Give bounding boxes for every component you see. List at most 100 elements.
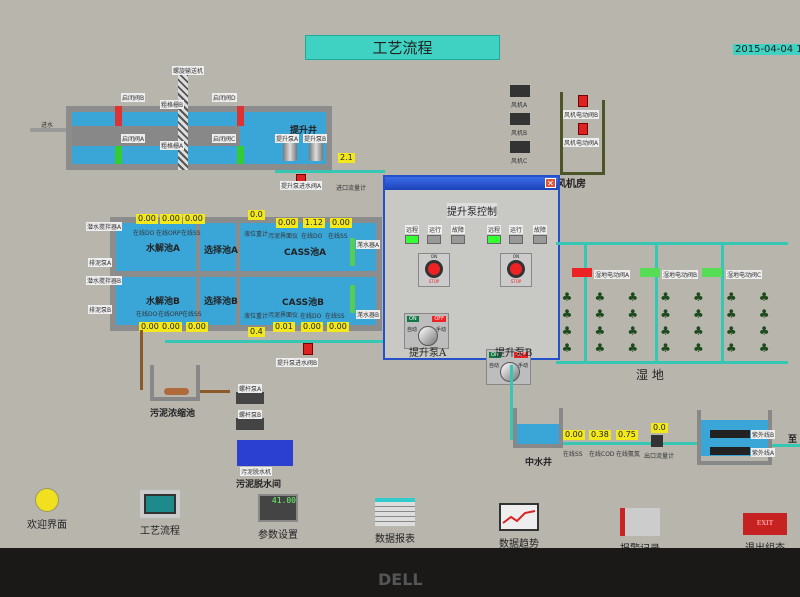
pump-a-label: 提升泵A <box>409 348 447 359</box>
uv-label: 紫外线B <box>751 430 776 439</box>
pipe <box>721 242 724 364</box>
remote-indicator-b <box>487 235 501 244</box>
pipe <box>584 242 587 364</box>
nav-report[interactable]: 数据报表 <box>360 498 430 545</box>
gate-label: 启闭阀D <box>212 93 237 102</box>
middle-well-label: 中水井 <box>525 458 553 468</box>
sensor-label: 在线ORP <box>156 230 181 237</box>
plant-icon: ♣ <box>594 324 606 338</box>
blower-valve-b[interactable] <box>578 95 588 107</box>
readout: 0.00 <box>301 322 323 332</box>
stop-label: STOP <box>428 279 440 284</box>
datetime: 2015-04-04 17 <box>733 44 800 55</box>
air-pipe <box>602 100 605 175</box>
selector-a-label: 选择池A <box>204 246 238 256</box>
valve-label: 湿地电动阀B <box>662 270 699 279</box>
on-label: ON <box>430 254 438 259</box>
dewatering-machine[interactable] <box>237 440 293 466</box>
status-label: 故障 <box>451 225 466 234</box>
readout: 0.00 <box>327 322 349 332</box>
auto-manual-switch-b[interactable]: ON OFF 自动 手动 <box>486 349 531 385</box>
wetland-plants: ♣♣♣♣♣♣♣♣♣♣♣♣♣♣♣♣♣♣♣♣♣♣♣♣♣♣♣♣ <box>560 290 790 360</box>
inlet-valve-b[interactable] <box>303 343 313 355</box>
gate-d[interactable] <box>237 106 244 126</box>
thickener-label: 污泥浓缩池 <box>150 409 196 419</box>
wetland-label: 湿 地 <box>636 368 664 382</box>
valve-label: 提升泵进水阀A <box>280 181 323 190</box>
screw-pump-a[interactable] <box>236 392 264 404</box>
wetland-valve-a[interactable] <box>572 268 592 277</box>
readout: 0.00 <box>136 214 158 224</box>
inlet-pipe <box>30 128 68 132</box>
blower-c[interactable] <box>510 141 530 153</box>
pipe <box>275 170 385 173</box>
table-icon <box>375 498 415 526</box>
sensor-label: 在线SS <box>181 230 201 237</box>
pipe <box>655 242 658 364</box>
auto-label: 自动 <box>489 363 500 369</box>
outlet-to-label: 至 <box>788 435 798 445</box>
readout: 0.75 <box>616 430 638 440</box>
nav-label: 数据趋势 <box>499 539 539 550</box>
blower-b[interactable] <box>510 113 530 125</box>
nav-label: 工艺流程 <box>140 526 180 537</box>
nav-trend[interactable]: 数据趋势 <box>484 503 554 550</box>
blower-a[interactable] <box>510 85 530 97</box>
uv-lamp-a[interactable] <box>710 447 750 455</box>
plant-icon: ♣ <box>725 324 737 338</box>
valve-label: 风机电动阀B <box>563 110 600 119</box>
flowmeter-icon <box>651 435 663 447</box>
sensor-label: 污泥界面仪 <box>268 312 299 319</box>
start-stop-button-a[interactable]: ON STOP <box>418 253 450 287</box>
air-pipe <box>560 92 563 172</box>
gate-c[interactable] <box>237 146 244 164</box>
plant-icon: ♣ <box>758 290 770 304</box>
gate-b[interactable] <box>115 106 122 126</box>
readout: 0.00 <box>186 322 208 332</box>
close-icon[interactable]: ✕ <box>545 178 556 188</box>
pump-label: 排泥泵A <box>88 258 113 267</box>
inlet-flow-readout: 2.1 <box>338 153 355 163</box>
wetland-valve-b[interactable] <box>640 268 660 277</box>
on-label: ON <box>407 316 419 322</box>
off-label: OFF <box>432 316 446 322</box>
pipe <box>772 444 800 447</box>
pump-label: 排泥泵B <box>88 305 113 314</box>
monitor-bezel: DELL <box>0 548 800 597</box>
screw-pump-b[interactable] <box>236 418 264 430</box>
manual-label: 手动 <box>517 363 528 369</box>
blower-valve-a[interactable] <box>578 123 588 135</box>
decanter-b[interactable] <box>350 285 355 313</box>
plant-icon: ♣ <box>725 290 737 304</box>
nav-process[interactable]: 工艺流程 <box>125 490 195 537</box>
lift-pump-b[interactable] <box>309 143 323 161</box>
plant-icon: ♣ <box>627 324 639 338</box>
decanter-a[interactable] <box>350 238 355 266</box>
readout: 0.00 <box>276 218 298 228</box>
uv-lamp-b[interactable] <box>710 430 750 438</box>
plant-icon: ♣ <box>660 290 671 304</box>
outlet-flow-readout: 0.0 <box>651 423 668 433</box>
plant-icon: ♣ <box>725 341 737 355</box>
plant-icon: ♣ <box>660 324 671 338</box>
valve-label: 提升泵进水阀B <box>276 358 319 367</box>
gate-a[interactable] <box>115 146 122 164</box>
status-label: 远程 <box>487 225 502 234</box>
wetland-valve-c[interactable] <box>702 268 722 277</box>
thickener-tank <box>150 365 200 401</box>
status-label: 故障 <box>533 225 548 234</box>
pipe <box>510 365 513 440</box>
sensor-label: 在线ORP <box>158 311 183 318</box>
mixer-label: 潜水搅拌器A <box>86 222 123 231</box>
nav-welcome[interactable]: 欢迎界面 <box>12 488 82 531</box>
auto-manual-switch-a[interactable]: ON OFF 自动 手动 <box>404 313 449 349</box>
off-label: OFF <box>514 352 528 358</box>
plant-icon: ♣ <box>561 341 573 355</box>
dialog-titlebar[interactable]: ✕ <box>385 177 558 190</box>
readout: 0.00 <box>139 322 161 332</box>
lcd-value: 41.00 <box>271 496 296 505</box>
sensor-label: 污泥界面仪 <box>268 233 299 240</box>
lift-pump-a[interactable] <box>283 143 297 161</box>
